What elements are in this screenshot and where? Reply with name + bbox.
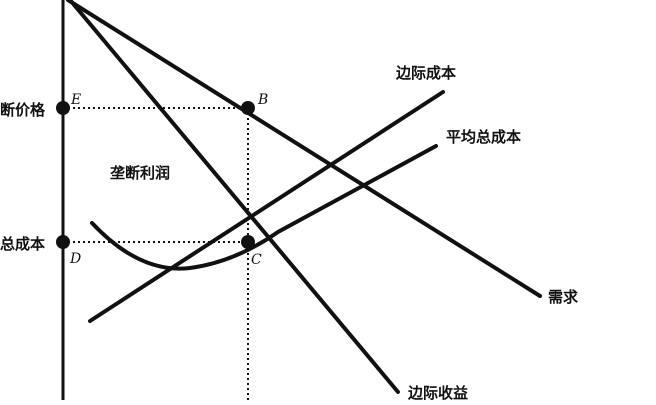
point-c-marker: [241, 235, 255, 249]
point-c-label: C: [251, 252, 262, 268]
point-b-label: B: [257, 92, 268, 108]
point-e-label: E: [70, 92, 81, 108]
marginal-cost-curve: [88, 90, 445, 323]
point-e-marker: [56, 101, 70, 115]
cost-axis-label: 总成本: [0, 235, 45, 253]
average-total-cost-curve: [90, 144, 438, 271]
point-d-label: D: [69, 251, 81, 267]
price-axis-label: 断价格: [0, 101, 46, 119]
monopoly-profit-label: 垄断利润: [110, 164, 170, 182]
marginal-revenue-label: 边际收益: [407, 384, 468, 400]
average-total-cost-label: 平均总成本: [446, 128, 521, 146]
demand-label: 需求: [548, 288, 579, 306]
marginal-cost-label: 边际成本: [395, 64, 456, 82]
point-d-marker: [56, 235, 70, 249]
marginal-revenue-curve: [68, 0, 400, 394]
demand-curve: [66, 0, 542, 298]
point-b-marker: [241, 101, 255, 115]
